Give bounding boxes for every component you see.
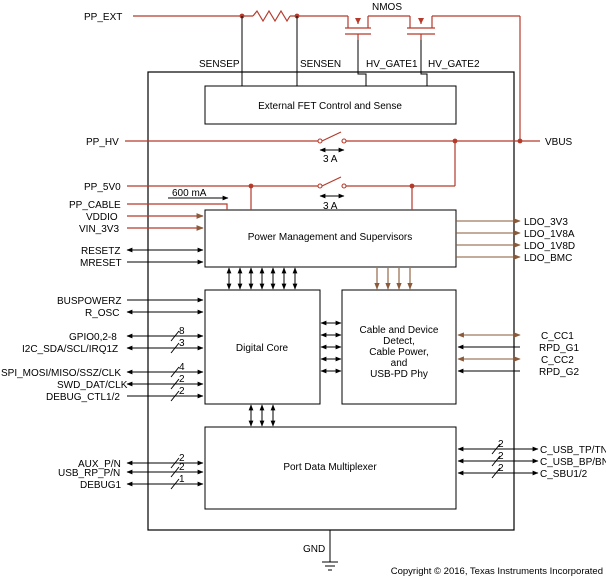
gnd-label: GND [303,544,325,555]
mreset-label: MRESET [80,258,122,269]
chip-outline [147,71,515,531]
aux-label: AUX_P/N [78,459,121,470]
cable-block-title-2: Detect, [383,336,415,347]
cable-detect-block [341,289,457,405]
port-data-mux-block [204,426,457,510]
ldo-3v3-label: LDO_3V3 [524,217,568,228]
c-cc1-label: C_CC1 [541,331,574,342]
spi-width: 4 [179,362,185,373]
pp-cable-current-label: 600 mA [172,188,207,199]
buspowerz-label: BUSPOWERZ [57,296,121,307]
resetz-label: RESETZ [81,246,120,257]
aux-width: 2 [179,453,185,464]
fet-control-block [204,85,457,125]
pp-ext-label: PP_EXT [84,12,122,23]
digital-core-title: Digital Core [236,343,289,354]
c-usb-tp-label: C_USB_TP/TN [540,445,606,456]
c-sbu-label: C_SBU1/2 [540,469,588,480]
i2c-width: 3 [179,338,185,349]
debug-ctl-label: DEBUG_CTL1/2 [46,392,120,403]
vbus-label: VBUS [545,137,573,148]
switch2-current-label: 3 A [323,201,338,212]
cable-block-title-4: and [391,358,408,369]
power-management-block [204,209,457,268]
cable-block-title-1: Cable and Device [360,325,439,336]
c-usb-bp-width: 2 [498,451,504,462]
ldo-1v8d-label: LDO_1V8D [524,241,575,252]
pm-block-title: Power Management and Supervisors [248,232,413,243]
vin-3v3-label: VIN_3V3 [79,224,119,235]
ldo-bmc-label: LDO_BMC [524,253,572,264]
rpd-g2-label: RPD_G2 [539,367,579,378]
pp-cable-label: PP_CABLE [69,200,121,211]
nmos-label: NMOS [372,2,402,13]
cable-block-title-3: Cable Power, [369,347,428,358]
spi-label: SPI_MOSI/MISO/SSZ/CLK [1,368,121,379]
swd-width: 2 [179,374,185,385]
rpd-g1-label: RPD_G1 [539,343,579,354]
cable-block-title-5: USB-PD Phy [370,369,428,380]
gpio-width: 8 [179,326,185,337]
c-cc2-label: C_CC2 [541,355,574,366]
vddio-label: VDDIO [86,212,118,223]
usb-rp-label: USB_RP_P/N [58,468,120,479]
copyright: Copyright © 2016, Texas Instruments Inco… [391,566,603,576]
mux-block-title: Port Data Multiplexer [283,462,377,473]
hv-gate2-label: HV_GATE2 [428,59,480,70]
fet-block-title: External FET Control and Sense [258,101,402,112]
gpio-label: GPIO0,2-8 [69,332,117,343]
hv-gate1-label: HV_GATE1 [366,59,418,70]
digital-core-block [204,289,321,405]
c-usb-bp-label: C_USB_BP/BN [540,457,606,468]
debug1-width: 1 [179,474,185,485]
r-osc-label: R_OSC [85,308,119,319]
debug-ctl-width: 2 [179,386,185,397]
sensep-label: SENSEP [199,59,240,70]
i2c-label: I2C_SDA/SCL/IRQ1Z [22,344,118,355]
c-sbu-width: 2 [498,463,504,474]
switch1-current-label: 3 A [323,154,338,165]
pp-hv-label: PP_HV [86,137,119,148]
sensen-label: SENSEN [300,59,341,70]
c-usb-tp-width: 2 [498,439,504,450]
usb-rp-width: 2 [179,462,185,473]
swd-label: SWD_DAT/CLK [57,380,128,391]
ldo-1v8a-label: LDO_1V8A [524,229,575,240]
debug1-label: DEBUG1 [80,480,122,491]
pp-5v0-label: PP_5V0 [84,182,121,193]
